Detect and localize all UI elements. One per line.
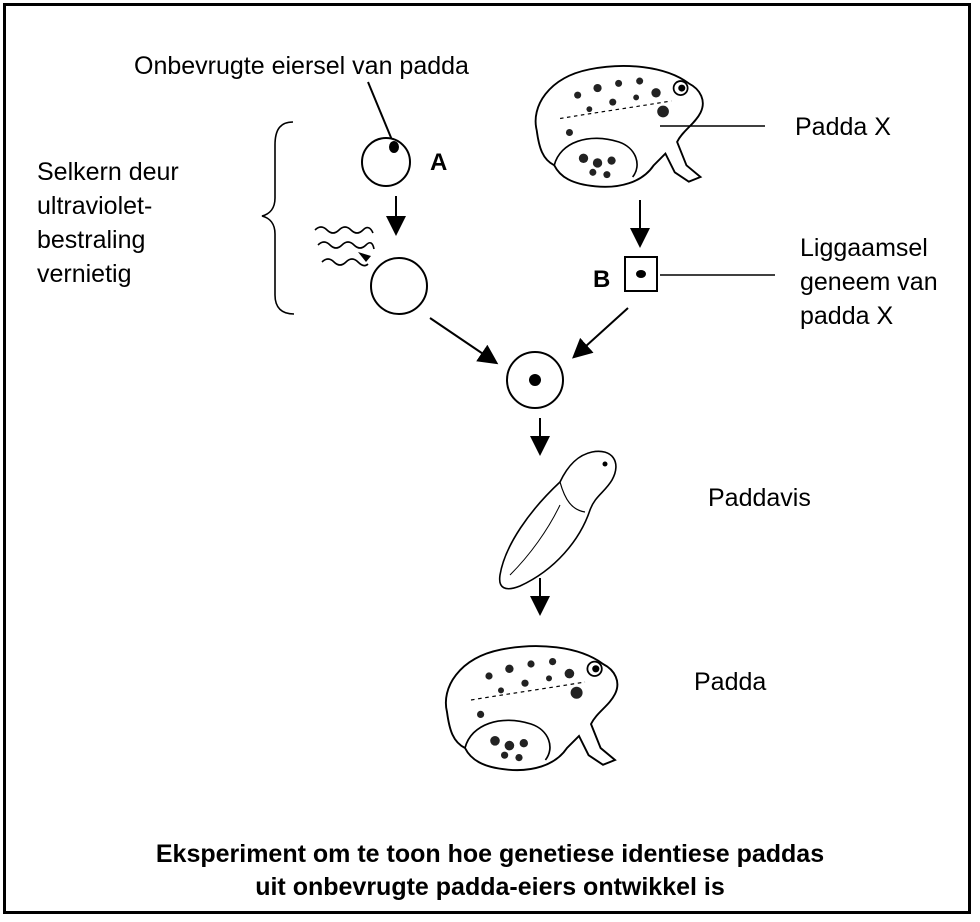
nucleus-destroyed-line-4: vernietig [37,260,132,288]
egg-title-label: Onbevrugte eiersel van padda [134,52,469,80]
body-cell-line-1: Liggaamsel [800,234,928,262]
frog-label: Padda [694,668,766,696]
brace [262,122,294,314]
body-cell-line-3: padda X [800,302,893,330]
arrow-cell-to-zygote [575,308,628,356]
figure-caption: Eksperiment om te toon hoe genetiese ide… [0,838,980,904]
marker-a: A [430,149,447,176]
marker-b: B [593,266,610,293]
frog-x-label: Padda X [795,113,891,141]
tadpole-label: Paddavis [708,484,811,512]
nucleus-destroyed-line-3: bestraling [37,226,145,254]
transplanted-nucleus [529,374,541,386]
nucleus-destroyed-line-1: Selkern deur [37,158,179,186]
body-cell-nucleus [636,270,646,278]
tadpole-illustration [500,451,616,588]
enucleated-egg [371,258,427,314]
caption-line-1: Eksperiment om te toon hoe genetiese ide… [0,838,980,871]
egg-nucleus [389,141,399,153]
nucleus-destroyed-line-2: ultraviolet- [37,192,152,220]
body-cell-line-2: geneem van [800,268,938,296]
nucleus-destroyed-label: Selkern deur ultraviolet- bestraling ver… [37,158,186,288]
unfertilized-egg [362,138,410,186]
caption-line-2: uit onbevrugte padda-eiers ontwikkel is [0,871,980,904]
egg-title-pointer [368,82,392,140]
arrow-egg-to-zygote [430,318,495,362]
body-cell-label: Liggaamsel geneem van padda X [800,234,945,330]
adult-frog-illustration [446,646,617,770]
